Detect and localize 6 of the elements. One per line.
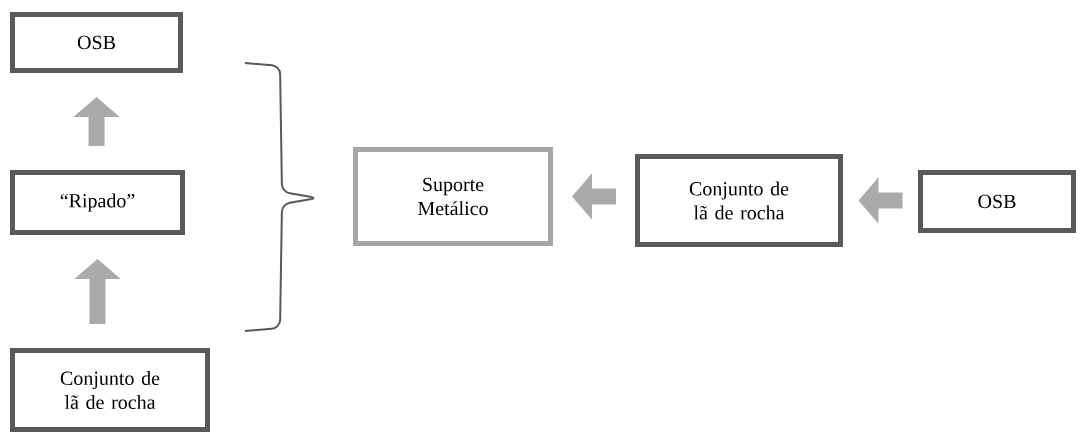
process-box: Conjunto de lã de rocha xyxy=(635,154,843,247)
process-box: OSB xyxy=(918,170,1076,233)
process-box: “Ripado” xyxy=(10,170,185,235)
process-box: Conjunto de lã de rocha xyxy=(10,348,210,432)
process-box: OSB xyxy=(10,12,183,73)
process-box: Suporte Metálico xyxy=(353,147,553,246)
